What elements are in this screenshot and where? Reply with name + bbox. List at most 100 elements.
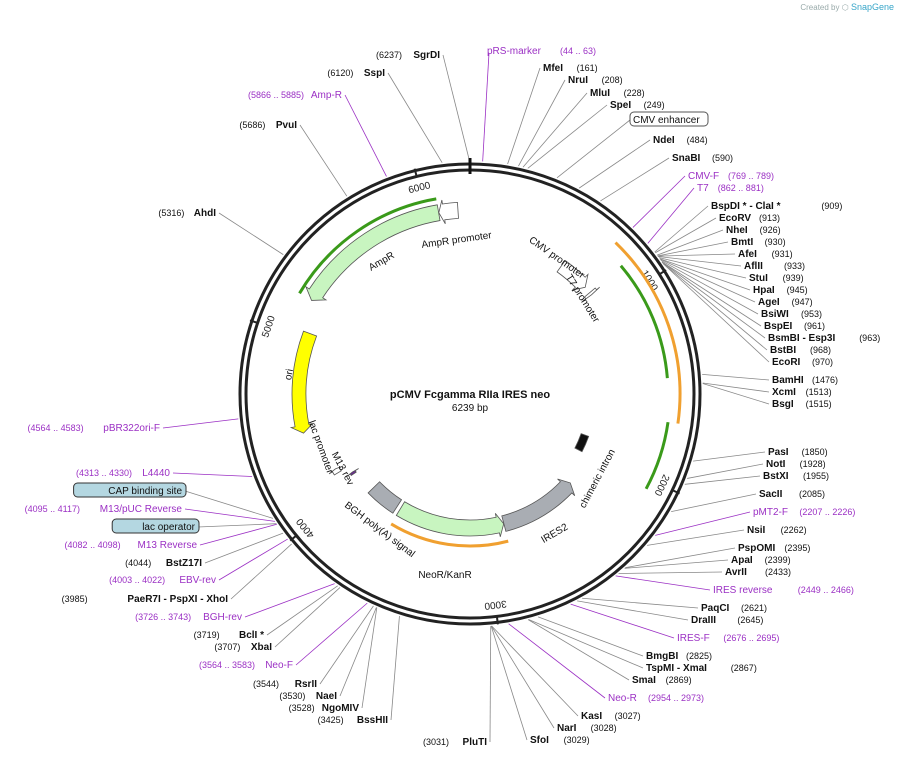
site-coord-pbr322ori-f: (4564 .. 4583) bbox=[28, 423, 84, 433]
site-label-draiii[interactable]: DraIII bbox=[691, 615, 716, 626]
site-label-pmt2-f[interactable]: pMT2-F bbox=[753, 507, 788, 518]
site-label-cmv-enhancer[interactable]: CMV enhancer bbox=[633, 115, 700, 126]
leader-kasi bbox=[491, 625, 579, 717]
site-label-afei[interactable]: AfeI bbox=[738, 249, 757, 260]
leader-bsgi bbox=[702, 383, 770, 405]
site-coord-ndei: (484) bbox=[687, 135, 708, 145]
site-label-rsrii[interactable]: RsrII bbox=[295, 679, 317, 690]
site-label-bamhi[interactable]: BamHI bbox=[772, 375, 804, 386]
site-label-spei[interactable]: SpeI bbox=[610, 100, 631, 111]
site-label-agei[interactable]: AgeI bbox=[758, 297, 780, 308]
site-label-ires-f[interactable]: IRES-F bbox=[677, 633, 710, 644]
site-label-bsiwi[interactable]: BsiWI bbox=[761, 309, 789, 320]
site-label-mfei[interactable]: MfeI bbox=[543, 63, 563, 74]
site-label-noti[interactable]: NotI bbox=[766, 459, 786, 470]
site-label-bsmbi-esp3i[interactable]: BsmBI - Esp3I bbox=[768, 333, 835, 344]
site-label-ecorv[interactable]: EcoRV bbox=[719, 213, 751, 224]
site-label-bmgbi[interactable]: BmgBI bbox=[646, 651, 678, 662]
site-label-nsii[interactable]: NsiI bbox=[747, 525, 766, 536]
site-label-bsgi[interactable]: BsgI bbox=[772, 399, 794, 410]
site-label-ndei[interactable]: NdeI bbox=[653, 135, 675, 146]
site-label-nrui[interactable]: NruI bbox=[568, 75, 588, 86]
site-label-pbr322ori-f[interactable]: pBR322ori-F bbox=[103, 423, 160, 434]
leader-sacii bbox=[671, 493, 757, 512]
site-label-naei[interactable]: NaeI bbox=[316, 691, 337, 702]
leader-bsiwi bbox=[660, 259, 759, 315]
site-coord-ecorv: (913) bbox=[759, 213, 780, 223]
site-label-ebv-rev[interactable]: EBV-rev bbox=[179, 575, 216, 586]
site-label-lac-operator[interactable]: lac operator bbox=[142, 522, 195, 533]
leader-m13-puc-reverse bbox=[184, 508, 275, 522]
site-label-tspmi-xmai[interactable]: TspMI - XmaI bbox=[646, 663, 707, 674]
feature-lac-promoter[interactable] bbox=[328, 465, 344, 476]
site-label-bspei[interactable]: BspEI bbox=[764, 321, 793, 332]
site-label-apai[interactable]: ApaI bbox=[731, 555, 753, 566]
site-label-snabi[interactable]: SnaBI bbox=[672, 153, 701, 164]
feature-ampr-promoter[interactable] bbox=[438, 199, 459, 224]
site-label-cap-binding-site[interactable]: CAP binding site bbox=[108, 486, 182, 497]
site-label-pspomi[interactable]: PspOMI bbox=[738, 543, 775, 554]
site-label-cmv-f[interactable]: CMV-F bbox=[688, 171, 719, 182]
site-label-mlui[interactable]: MluI bbox=[590, 88, 610, 99]
site-label-sfoi[interactable]: SfoI bbox=[530, 735, 549, 746]
snapgene-credit: Created by ⬡ SnapGene bbox=[800, 2, 894, 12]
feature-ires2[interactable] bbox=[501, 478, 576, 532]
feature-t7-promoter[interactable] bbox=[582, 286, 600, 302]
site-label-paer7i-pspxi-xhoi[interactable]: PaeR7I - PspXI - XhoI bbox=[127, 594, 228, 605]
feature-label-ampr: AmpR bbox=[367, 250, 397, 273]
site-label-xcmi[interactable]: XcmI bbox=[772, 387, 796, 398]
site-label-pasi[interactable]: PasI bbox=[768, 447, 789, 458]
site-coord-paer7i-pspxi-xhoi: (3985) bbox=[62, 594, 88, 604]
site-label-bspdi-clai[interactable]: BspDI * - ClaI * bbox=[711, 201, 781, 212]
site-label-nhei[interactable]: NheI bbox=[726, 225, 748, 236]
site-label-l4440[interactable]: L4440 bbox=[142, 468, 170, 479]
site-label-bcli[interactable]: BclI * bbox=[239, 630, 264, 641]
site-label-amp-r[interactable]: Amp-R bbox=[311, 90, 342, 101]
site-label-paqci[interactable]: PaqCI bbox=[701, 603, 730, 614]
site-label-stui[interactable]: StuI bbox=[749, 273, 768, 284]
site-label-m13-reverse[interactable]: M13 Reverse bbox=[138, 540, 198, 551]
leader-xbai bbox=[274, 587, 341, 648]
feature-m13-rev[interactable] bbox=[346, 468, 359, 477]
site-label-sacii[interactable]: SacII bbox=[759, 489, 783, 500]
site-label-neo-f[interactable]: Neo-F bbox=[265, 660, 293, 671]
feature-chimeric-intron[interactable] bbox=[574, 433, 590, 453]
site-label-avrii[interactable]: AvrII bbox=[725, 567, 747, 578]
site-label-pluti[interactable]: PluTI bbox=[463, 737, 488, 748]
orf-outline-4 bbox=[390, 522, 509, 548]
site-label-ires-reverse[interactable]: IRES reverse bbox=[713, 585, 773, 596]
site-label-xbai[interactable]: XbaI bbox=[251, 642, 272, 653]
site-label-ecori[interactable]: EcoRI bbox=[772, 357, 801, 368]
feature-ori[interactable] bbox=[289, 330, 318, 434]
site-coord-bstz17i: (4044) bbox=[125, 558, 151, 568]
site-coord-ngomiv: (3528) bbox=[289, 703, 315, 713]
feature-ampr[interactable] bbox=[305, 204, 441, 301]
site-label-bstbi[interactable]: BstBI bbox=[770, 345, 796, 356]
feature-cmv-promoter[interactable] bbox=[556, 259, 589, 291]
site-label-m13-puc-reverse[interactable]: M13/pUC Reverse bbox=[100, 504, 183, 515]
site-label-hpai[interactable]: HpaI bbox=[753, 285, 775, 296]
site-label-prs-marker[interactable]: pRS-marker bbox=[487, 46, 542, 57]
site-label-t7[interactable]: T7 bbox=[697, 183, 709, 194]
site-label-bsshii[interactable]: BssHII bbox=[357, 715, 388, 726]
site-label-nari[interactable]: NarI bbox=[557, 723, 577, 734]
site-coord-bcli: (3719) bbox=[194, 630, 220, 640]
site-label-bstz17i[interactable]: BstZ17I bbox=[166, 558, 202, 569]
site-coord-rsrii: (3544) bbox=[253, 679, 279, 689]
site-label-sspi[interactable]: SspI bbox=[364, 68, 385, 79]
site-coord-sfoi: (3029) bbox=[564, 735, 590, 745]
site-label-neo-r[interactable]: Neo-R bbox=[608, 693, 637, 704]
feature-neor-kanr[interactable] bbox=[395, 501, 505, 537]
site-label-aflii[interactable]: AflII bbox=[744, 261, 763, 272]
site-label-ngomiv[interactable]: NgoMIV bbox=[322, 703, 360, 714]
site-label-bmti[interactable]: BmtI bbox=[731, 237, 753, 248]
site-label-sgrdi[interactable]: SgrDI bbox=[413, 50, 440, 61]
site-label-kasi[interactable]: KasI bbox=[581, 711, 602, 722]
site-label-smai[interactable]: SmaI bbox=[632, 675, 656, 686]
site-label-bgh-rev[interactable]: BGH-rev bbox=[203, 612, 242, 623]
site-label-bstxi[interactable]: BstXI bbox=[763, 471, 789, 482]
site-label-ahdi[interactable]: AhdI bbox=[194, 208, 216, 219]
site-label-pvui[interactable]: PvuI bbox=[276, 120, 297, 131]
feature-bgh-poly-a-signal[interactable] bbox=[367, 481, 403, 514]
